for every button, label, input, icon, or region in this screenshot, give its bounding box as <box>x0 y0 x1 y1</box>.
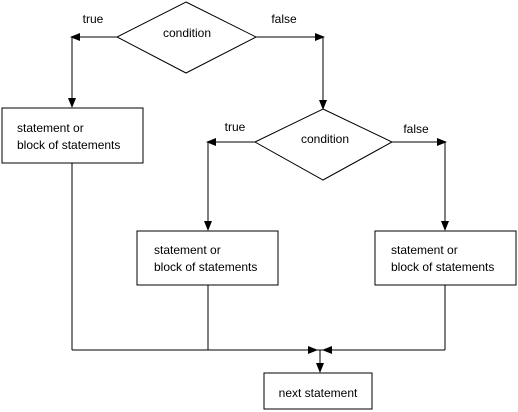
arrowhead-merge-from-right <box>322 346 332 354</box>
decision-top-false-label: false <box>271 12 297 26</box>
arrowhead-top-true-left <box>70 33 80 41</box>
statement-right-line1: statement or <box>391 243 458 257</box>
statement-left-line1: statement or <box>17 121 84 135</box>
statement-middle: statement or block of statements <box>136 230 279 286</box>
statement-right-box <box>374 230 517 286</box>
connectors <box>71 36 446 366</box>
edge-top-false <box>256 36 324 102</box>
decision-nested-label: condition <box>301 132 349 146</box>
decision-nested: condition true false <box>225 108 429 181</box>
decision-nested-diamond <box>253 108 394 181</box>
decision-top: condition true false <box>83 1 297 74</box>
statement-middle-line1: statement or <box>154 243 221 257</box>
decision-top-diamond <box>115 1 258 74</box>
statement-left-box <box>1 107 144 164</box>
arrowhead-merge-from-left <box>308 346 318 354</box>
statement-right-line2: block of statements <box>391 260 494 274</box>
arrowhead-top-true-down <box>68 98 76 108</box>
statement-left-line2: block of statements <box>17 138 120 152</box>
decision-top-true-label: true <box>83 12 104 26</box>
arrowheads <box>68 33 449 373</box>
arrowhead-nested-true-left <box>206 138 216 146</box>
arrowhead-nested-false-right <box>437 138 447 146</box>
arrowhead-nested-false-down <box>441 221 449 231</box>
statement-right: statement or block of statements <box>374 230 517 286</box>
arrowhead-top-false-down <box>319 100 327 110</box>
decision-nested-true-label: true <box>225 120 246 134</box>
edge-nested-false <box>392 141 446 224</box>
next-statement-box <box>263 372 373 410</box>
arrowhead-nested-true-down <box>204 221 212 231</box>
edge-nested-true <box>207 141 255 224</box>
next-statement-label: next statement <box>279 386 358 400</box>
next-statement: next statement <box>263 372 373 410</box>
decision-nested-false-label: false <box>403 122 429 136</box>
edge-top-true <box>71 36 117 100</box>
decision-top-label: condition <box>163 26 211 40</box>
statement-middle-box <box>136 230 279 286</box>
arrowhead-to-next <box>316 363 324 373</box>
arrowhead-top-false-right <box>315 33 325 41</box>
statement-middle-line2: block of statements <box>154 260 257 274</box>
statement-left: statement or block of statements <box>1 107 144 164</box>
